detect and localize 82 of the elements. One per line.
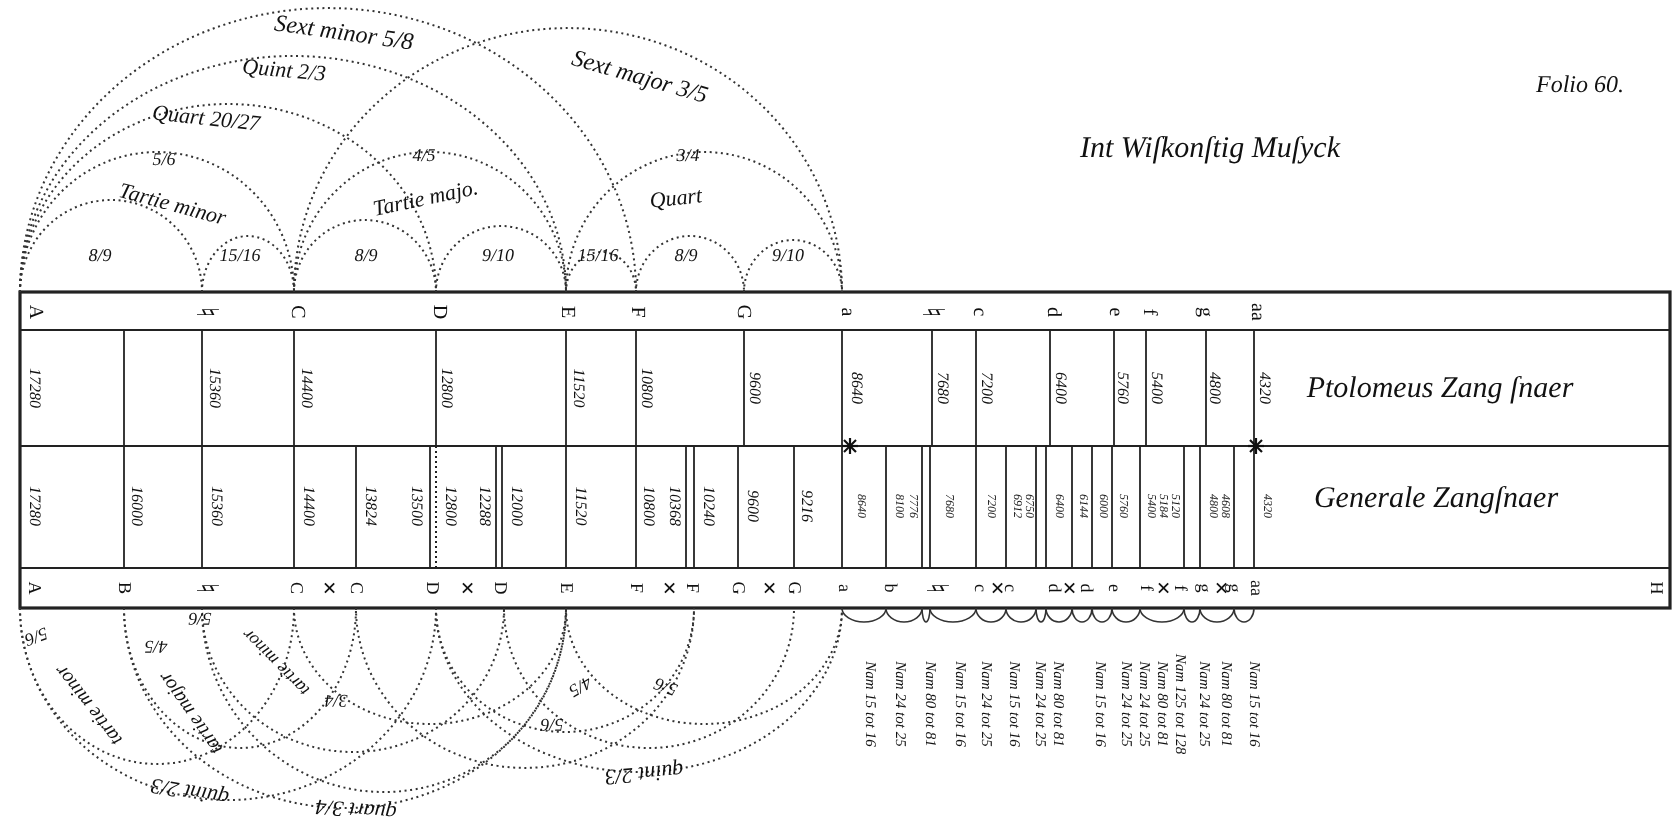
note-letter: aa	[1247, 580, 1265, 596]
page-number: Folio 60.	[1536, 72, 1624, 96]
string-length: 16000	[128, 486, 144, 526]
note-letter: H	[1647, 581, 1665, 595]
note-letter: F	[627, 583, 645, 593]
string-length: 9216	[798, 490, 814, 522]
string-length: 12800	[442, 486, 458, 526]
note-letter: D	[423, 581, 441, 595]
string-length: 17280	[26, 368, 42, 408]
note-letter: F	[683, 583, 701, 593]
note-letter: g	[1225, 583, 1243, 593]
note-letter: a	[836, 307, 856, 317]
note-letter: g	[1194, 307, 1214, 317]
sharp-sign: ✕	[1151, 580, 1169, 596]
sharp-sign: ✕	[985, 580, 1003, 596]
note-letter: D	[491, 581, 509, 595]
note-letter: G	[729, 581, 747, 595]
natural-sign: ♮	[191, 582, 221, 594]
string-length: 7200	[978, 372, 994, 404]
string-length: 7680	[934, 372, 950, 404]
sharp-sign: ✕	[757, 580, 775, 596]
string-label: Ptolomeus Zang ſnaer	[1306, 375, 1574, 405]
note-letter: f	[1138, 308, 1158, 316]
note-letter: e	[1104, 307, 1124, 317]
note-letter: E	[557, 582, 575, 594]
natural-sign: ♮	[921, 582, 951, 594]
note-letter: d	[1042, 307, 1062, 317]
string-length: 4320	[1256, 372, 1272, 404]
string-length: 13824	[362, 486, 378, 526]
string-length: 5760	[1114, 372, 1130, 404]
note-letter: f	[1137, 585, 1155, 591]
string-length: 11520	[572, 486, 588, 526]
page-heading: Int Wiſkonſtig Muſyck	[1080, 135, 1340, 165]
string-length: 9600	[744, 490, 760, 522]
sharp-sign: ✕	[317, 580, 335, 596]
note-letter: e	[1105, 584, 1123, 592]
note-letter: C	[347, 582, 365, 594]
string-length: 14400	[298, 368, 314, 408]
note-letter: d	[1077, 583, 1095, 593]
note-letter: G	[732, 304, 752, 320]
string-length: 17280	[26, 486, 42, 526]
string-length: 12800	[438, 368, 454, 408]
string-length: 10240	[700, 486, 716, 526]
note-letter: A	[25, 581, 43, 595]
note-letter: C	[286, 305, 306, 319]
string-length: 8640	[848, 372, 864, 404]
note-letter: F	[626, 306, 646, 318]
note-letter: c	[971, 584, 989, 592]
sharp-sign: ✕	[1209, 580, 1227, 596]
string-length: 13500	[408, 486, 424, 526]
string-length: 15360	[206, 368, 222, 408]
note-letter: E	[556, 305, 576, 319]
string-length: 11520	[570, 368, 586, 408]
note-letter: c	[1001, 584, 1019, 592]
note-letter: G	[785, 581, 803, 595]
string-length: 10368	[666, 486, 682, 526]
natural-sign: ♮	[191, 306, 221, 318]
string-length: 10800	[638, 368, 654, 408]
string-length: 12000	[508, 486, 524, 526]
string-length: 5400	[1148, 372, 1164, 404]
string-length: 15360	[208, 486, 224, 526]
string-length: 9600	[746, 372, 762, 404]
note-letter: A	[24, 304, 44, 320]
note-letter: D	[428, 304, 448, 320]
string-label: Generale Zangſnaer	[1313, 485, 1559, 515]
note-letter: g	[1195, 583, 1213, 593]
note-letter: d	[1045, 583, 1063, 593]
string-length: 14400	[300, 486, 316, 526]
note-letter: c	[968, 307, 988, 317]
note-letter: C	[287, 582, 305, 594]
note-letter: B	[115, 582, 133, 594]
string-length: 10800	[640, 486, 656, 526]
string-length: 4800	[1206, 372, 1222, 404]
note-letter: f	[1171, 585, 1189, 591]
natural-sign: ♮	[917, 306, 947, 318]
sharp-sign: ✕	[657, 580, 675, 596]
note-letter: b	[881, 583, 899, 593]
string-length: 6400	[1052, 372, 1068, 404]
sharp-sign: ✕	[455, 580, 473, 596]
string-length: 12288	[476, 486, 492, 526]
note-letter: aa	[1246, 303, 1266, 321]
note-letter: a	[835, 584, 853, 592]
